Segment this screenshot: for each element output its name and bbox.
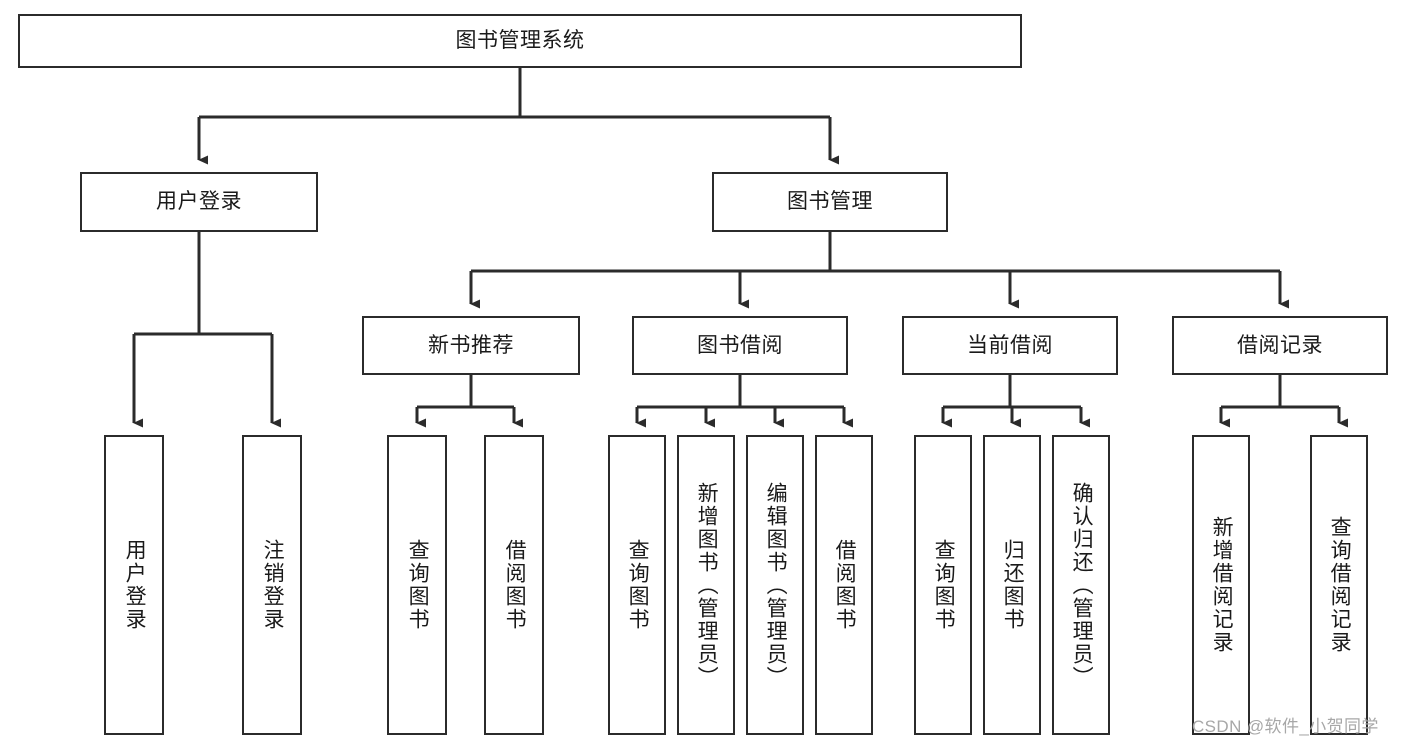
node-label: 查询图书 xyxy=(406,539,430,631)
node-label: 图书借阅 xyxy=(697,333,783,357)
node-root[interactable]: 图书管理系统 xyxy=(18,14,1022,68)
node-label: 新书推荐 xyxy=(428,333,514,357)
node-label: 查询图书 xyxy=(932,539,956,631)
node-borrow-records[interactable]: 借阅记录 xyxy=(1172,316,1388,375)
node-label: 用户登录 xyxy=(123,539,147,631)
leaf-add-book-admin[interactable]: 新增图书（管理员） xyxy=(677,435,735,735)
node-label: 编辑图书（管理员） xyxy=(764,481,788,689)
node-label: 用户登录 xyxy=(156,190,242,214)
node-label: 图书管理 xyxy=(787,190,873,214)
node-book-borrowing[interactable]: 图书借阅 xyxy=(632,316,848,375)
leaf-query-books-borrowing[interactable]: 查询图书 xyxy=(608,435,666,735)
node-label: 新增图书（管理员） xyxy=(695,481,719,689)
node-label: 借阅记录 xyxy=(1237,333,1323,357)
node-label: 归还图书 xyxy=(1001,539,1025,631)
leaf-query-books-current[interactable]: 查询图书 xyxy=(914,435,972,735)
node-label: 注销登录 xyxy=(261,539,285,631)
node-label: 图书管理系统 xyxy=(455,29,585,53)
node-label: 借阅图书 xyxy=(503,539,527,631)
node-label: 查询借阅记录 xyxy=(1328,516,1352,654)
leaf-query-books-recommend[interactable]: 查询图书 xyxy=(387,435,447,735)
node-book-management[interactable]: 图书管理 xyxy=(712,172,948,232)
leaf-logout[interactable]: 注销登录 xyxy=(242,435,302,735)
leaf-confirm-return-admin[interactable]: 确认归还（管理员） xyxy=(1052,435,1110,735)
leaf-borrow-book[interactable]: 借阅图书 xyxy=(815,435,873,735)
node-current-borrowing[interactable]: 当前借阅 xyxy=(902,316,1118,375)
node-label: 新增借阅记录 xyxy=(1210,516,1234,654)
node-label: 当前借阅 xyxy=(967,333,1053,357)
node-user-login[interactable]: 用户登录 xyxy=(80,172,318,232)
node-label: 借阅图书 xyxy=(833,539,857,631)
leaf-user-login[interactable]: 用户登录 xyxy=(104,435,164,735)
leaf-query-borrow-record[interactable]: 查询借阅记录 xyxy=(1310,435,1368,735)
leaf-edit-book-admin[interactable]: 编辑图书（管理员） xyxy=(746,435,804,735)
watermark: CSDN @软件_小贺同学 xyxy=(1192,717,1379,736)
node-label: 查询图书 xyxy=(626,539,650,631)
leaf-add-borrow-record[interactable]: 新增借阅记录 xyxy=(1192,435,1250,735)
leaf-borrow-books-recommend[interactable]: 借阅图书 xyxy=(484,435,544,735)
node-label: 确认归还（管理员） xyxy=(1070,481,1094,689)
leaf-return-book[interactable]: 归还图书 xyxy=(983,435,1041,735)
node-new-book-recommendation[interactable]: 新书推荐 xyxy=(362,316,580,375)
